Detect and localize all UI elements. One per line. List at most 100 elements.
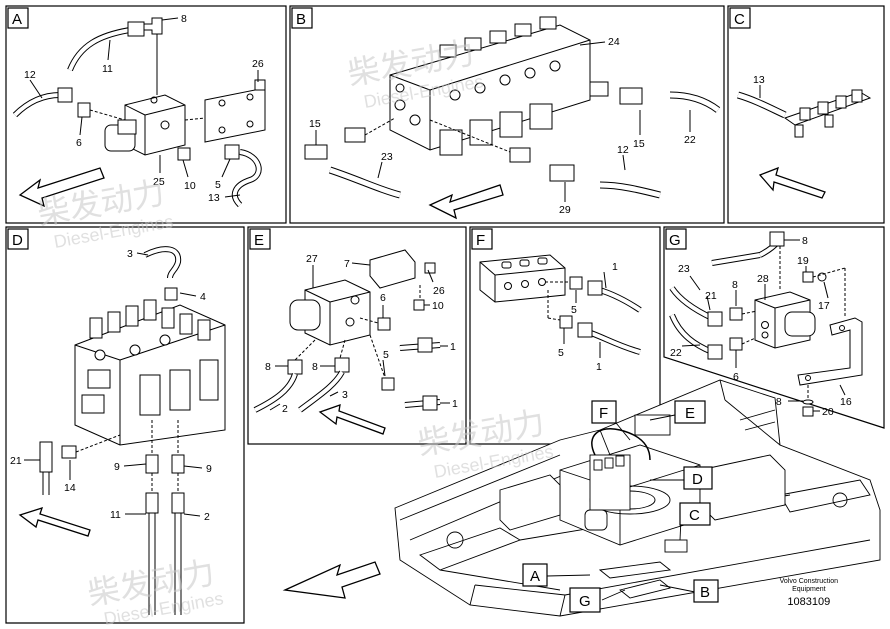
panel-a-callouts: 8 11 12 26 6 10 5 25 13 <box>24 13 264 204</box>
callout: 9 <box>206 463 212 475</box>
callout: 8 <box>802 235 808 247</box>
panel-c-callouts: 13 <box>753 74 765 86</box>
callout: 7 <box>344 258 350 270</box>
callout: 5 <box>215 179 221 191</box>
panel-b-drawing <box>304 16 721 220</box>
footer: Volvo Construction Equipment 1083109 <box>780 578 838 609</box>
callout: 5 <box>571 304 577 316</box>
undercarriage-overview <box>282 379 881 617</box>
panel-e-letter: E <box>254 232 264 249</box>
callout: 29 <box>559 204 571 216</box>
ref-d-box <box>683 466 713 490</box>
callout: 13 <box>208 192 220 204</box>
panel-c-frame <box>727 5 885 224</box>
panel-f-letter: F <box>476 232 485 249</box>
callout: 12 <box>24 69 36 81</box>
callout: 2 <box>282 403 288 415</box>
callout: 26 <box>433 285 445 297</box>
callout: 20 <box>822 406 834 418</box>
ref-d-label: D <box>692 471 703 488</box>
panel-g-drawing <box>669 231 863 417</box>
panel-f-drawing <box>479 254 642 358</box>
callout: 6 <box>76 137 82 149</box>
callout: 10 <box>432 300 444 312</box>
callout: 3 <box>127 248 133 260</box>
panel-b-frame <box>289 5 725 224</box>
callout: 25 <box>153 176 165 188</box>
callout: 2 <box>204 511 210 523</box>
ref-c-box <box>679 502 711 526</box>
callout: 24 <box>608 36 620 48</box>
ref-e-box <box>674 400 706 424</box>
callout: 21 <box>10 455 22 467</box>
ref-e-label: E <box>685 405 695 422</box>
panel-g-frame <box>663 226 885 429</box>
brand-line-2: Equipment <box>792 586 826 593</box>
overview-ref-labels: F E D C A B G <box>522 400 719 613</box>
callout: 28 <box>757 273 769 285</box>
callout: 10 <box>184 180 196 192</box>
callout: 11 <box>110 509 121 521</box>
panel-e-frame <box>247 226 467 445</box>
callout: 8 <box>312 361 318 373</box>
callout: 1 <box>596 361 602 373</box>
panel-d-frame <box>5 226 245 624</box>
callout: 1 <box>450 341 456 353</box>
callout: 5 <box>558 347 564 359</box>
part-number: 1083109 <box>787 596 831 608</box>
panel-g-callouts: 8 23 21 8 28 19 17 22 6 18 20 16 <box>670 235 852 418</box>
panel-e-callouts: 27 7 26 10 6 8 8 5 1 2 3 1 <box>265 253 458 415</box>
panel-d-letter: D <box>12 232 23 249</box>
callout: 3 <box>342 389 348 401</box>
ref-f-box <box>591 400 617 424</box>
callout: 15 <box>633 138 645 150</box>
callout: 23 <box>381 151 393 163</box>
ref-b-label: B <box>700 584 710 601</box>
callout: 23 <box>678 263 690 275</box>
callout: 11 <box>102 63 113 75</box>
panel-a-frame <box>5 5 287 224</box>
callout: 8 <box>732 279 738 291</box>
callout: 4 <box>200 291 206 303</box>
callout: 17 <box>818 300 830 312</box>
callout: 8 <box>181 13 187 25</box>
callout: 19 <box>797 255 809 267</box>
panel-b-callouts: 24 15 23 12 15 22 29 <box>309 36 696 216</box>
panel-c-drawing <box>736 85 872 199</box>
panel-f-callouts: 1 5 5 1 <box>558 261 618 373</box>
callout: 18 <box>770 396 782 408</box>
panel-d-drawing <box>18 246 226 615</box>
panel-a-drawing <box>12 17 266 208</box>
callout: 12 <box>617 144 629 156</box>
callout: 22 <box>684 134 696 146</box>
callout: 14 <box>64 482 76 494</box>
ref-g-box <box>569 587 601 613</box>
panel-d-callouts: 3 4 21 14 9 9 11 2 <box>10 248 212 523</box>
callout: 27 <box>306 253 318 265</box>
callout: 5 <box>383 349 389 361</box>
ref-f-label: F <box>599 405 608 422</box>
ref-b-box <box>693 579 719 603</box>
ref-a-box <box>522 563 548 587</box>
panel-a-letter: A <box>12 11 22 28</box>
panel-letters: A B C D E F G <box>7 7 751 250</box>
callout: 8 <box>265 361 271 373</box>
panel-frames <box>5 5 885 624</box>
panel-g-letter: G <box>669 232 681 249</box>
callout: 16 <box>840 396 852 408</box>
callout: 6 <box>380 292 386 304</box>
ref-c-label: C <box>689 507 700 524</box>
ref-a-label: A <box>530 568 540 585</box>
callout: 6 <box>733 371 739 383</box>
callout: 26 <box>252 58 264 70</box>
callout: 1 <box>452 398 458 410</box>
callout: 15 <box>309 118 321 130</box>
callout: 21 <box>705 290 717 302</box>
callout: 9 <box>114 461 120 473</box>
panel-b-letter: B <box>296 11 306 28</box>
brand-line-1: Volvo Construction <box>779 578 838 585</box>
ref-g-label: G <box>579 593 591 610</box>
panel-c-letter: C <box>734 11 745 28</box>
callout: 13 <box>753 74 765 86</box>
